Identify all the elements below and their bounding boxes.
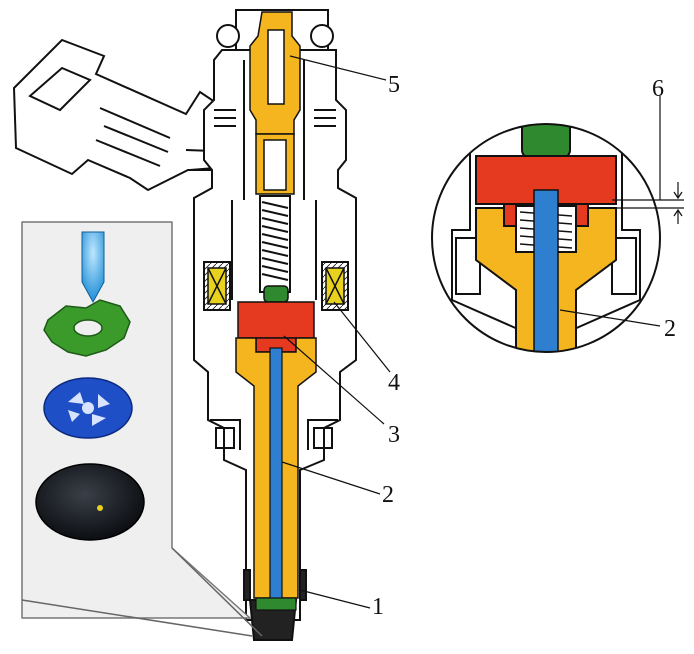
black-nozzle-disk-icon [35, 463, 145, 541]
needle-valve [269, 347, 283, 603]
green-orifice-disk-icon [43, 299, 131, 357]
return-spring [259, 195, 291, 293]
armature [237, 301, 315, 353]
valve-seat-detail-circle [431, 123, 661, 353]
callout-2: 2 [382, 482, 394, 508]
blue-swirl-disk-icon [43, 377, 133, 439]
callout-5: 5 [388, 72, 400, 98]
gap-indicator [612, 182, 684, 224]
solenoid-coil [207, 267, 345, 305]
callout-6: 6 [652, 76, 664, 102]
callout-labels: 1 2 3 4 5 2 6 [372, 72, 676, 620]
fuel-spray-icon [81, 231, 105, 304]
needle-tip-seal [255, 597, 297, 611]
leader-lines [281, 55, 661, 609]
callout-1: 1 [372, 594, 384, 620]
callout-3: 3 [388, 422, 400, 448]
callout-2-detail: 2 [664, 316, 676, 342]
callout-4: 4 [388, 370, 400, 396]
green-seal [263, 285, 289, 303]
fuel-inlet-filter [249, 11, 301, 195]
